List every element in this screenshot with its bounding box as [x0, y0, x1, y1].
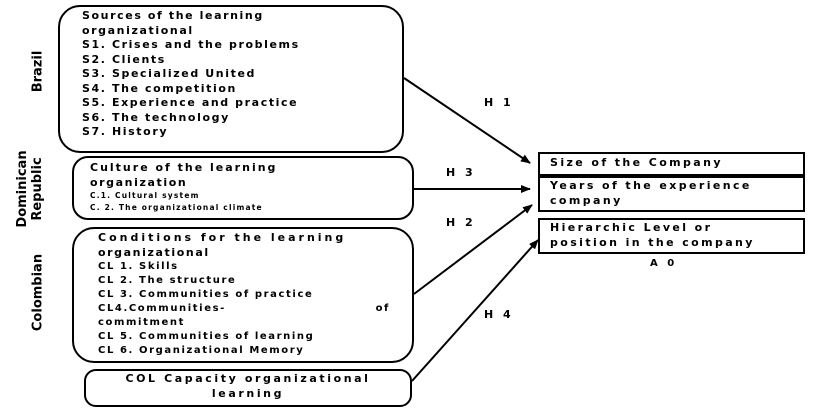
hypothesis-h1-label: H 1 — [484, 96, 514, 109]
condition-cl5: CL 5. Communities of learning — [98, 331, 315, 342]
source-s5: S5. Experience and practice — [82, 96, 299, 109]
years-line2: company — [550, 193, 623, 207]
conditions-title-line2: organizational — [98, 245, 210, 259]
culture-title-line1: Culture of the learning — [90, 161, 278, 174]
source-s3: S3. Specialized United — [82, 67, 256, 80]
arrow-h1 — [403, 77, 531, 164]
arrow-h2 — [413, 204, 533, 295]
condition-cl3: CL 3. Communities of practice — [98, 289, 314, 300]
size-of-company-box: Size of the Company — [538, 152, 805, 176]
arrow-h4 — [411, 239, 539, 382]
source-s1: S1. Crises and the problems — [82, 38, 300, 51]
sources-of-learning-box: Sources of the learning organizational S… — [58, 5, 404, 153]
condition-cl4: CL4.Communities-of — [98, 303, 390, 314]
col-line2: learning — [211, 386, 285, 400]
hierarchic-line1: Hierarchic Level or — [550, 221, 713, 234]
source-s7: S7. History — [82, 125, 169, 138]
source-s2: S2. Clients — [82, 52, 166, 66]
condition-cl6: CL 6. Organizational Memory — [98, 345, 305, 356]
col-capacity-box: COL Capacity organizational learning — [84, 369, 412, 407]
a0-label: A 0 — [650, 258, 678, 269]
culture-of-learning-box: Culture of the learning organization C.1… — [72, 156, 414, 220]
size-of-company-label: Size of the Company — [550, 156, 723, 169]
sources-title-line1: Sources of the learning — [82, 9, 264, 22]
condition-cl4-continued: commitment — [98, 317, 185, 328]
sources-title-line2: organizational — [82, 23, 194, 37]
years-line1: Years of the experience — [550, 179, 752, 192]
source-s6: S6. The technology — [82, 110, 230, 124]
conditions-title-line1: Conditions for the learning — [98, 231, 347, 244]
hierarchic-level-box: Hierarchic Level or position in the comp… — [538, 218, 805, 254]
source-s4: S4. The competition — [82, 81, 237, 95]
condition-cl2: CL 2. The structure — [98, 275, 237, 286]
hierarchic-line2: position in the company — [550, 235, 755, 249]
hypothesis-h2-label: H 2 — [446, 216, 476, 229]
hypothesis-h4-label: H 4 — [484, 308, 514, 321]
culture-title-line2: organization — [90, 175, 188, 189]
culture-item-c2: C. 2. The organizational climate — [90, 203, 263, 212]
culture-item-c1: C.1. Cultural system — [90, 191, 200, 200]
conditions-for-learning-box: Conditions for the learning organization… — [72, 227, 414, 363]
hypothesis-h3-label: H 3 — [446, 166, 476, 179]
col-line1: COL Capacity organizational — [125, 372, 371, 385]
condition-cl1: CL 1. Skills — [98, 261, 179, 272]
years-of-experience-box: Years of the experience company — [538, 176, 805, 212]
